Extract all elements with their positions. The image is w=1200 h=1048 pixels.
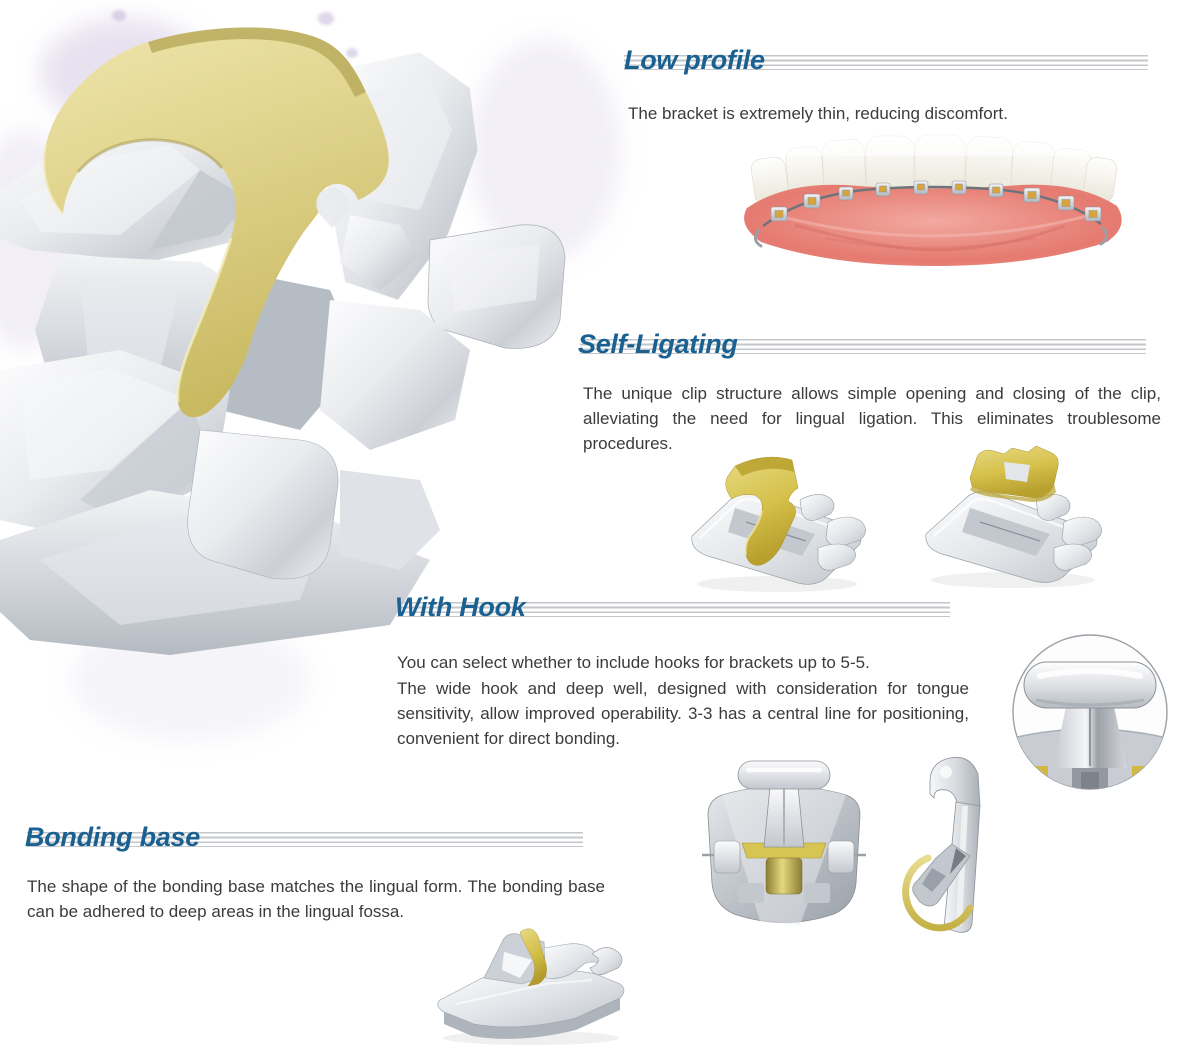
heading-bonding-base: Bonding base (25, 822, 200, 852)
bracket-clip-closed-illustration (680, 448, 875, 601)
paragraph-self-ligating: The unique clip structure allows simple … (583, 384, 1161, 453)
bonding-base-bracket-illustration (426, 920, 636, 1048)
heading-rule-lines (580, 339, 1146, 354)
hero-bracket-illustration (0, 0, 580, 665)
heading-self-ligating: Self-Ligating (578, 329, 738, 359)
heading-rule-lines (27, 832, 583, 847)
heading-with-hook: With Hook (395, 592, 526, 622)
paragraph-with-hook-2: The wide hook and deep well, designed wi… (397, 679, 969, 748)
background-dot (318, 12, 334, 25)
background-dot (112, 10, 126, 21)
heading-low-profile: Low profile (624, 45, 765, 75)
hook-bracket-front-illustration (698, 753, 870, 944)
bracket-clip-open-illustration (908, 442, 1123, 597)
heading-rule-lines (397, 602, 950, 617)
lingual-braces-photo (735, 130, 1127, 273)
heading-rule-lines (624, 55, 1148, 70)
background-dot (346, 48, 358, 58)
background-blob (470, 40, 620, 260)
hook-closeup-circle-illustration (1010, 632, 1170, 797)
paragraph-with-hook-1: You can select whether to include hooks … (397, 653, 870, 672)
paragraph-low-profile: The bracket is extremely thin, reducing … (628, 104, 1008, 123)
paragraph-bonding-base: The shape of the bonding base matches th… (27, 877, 605, 921)
hook-bracket-side-illustration (872, 748, 994, 945)
